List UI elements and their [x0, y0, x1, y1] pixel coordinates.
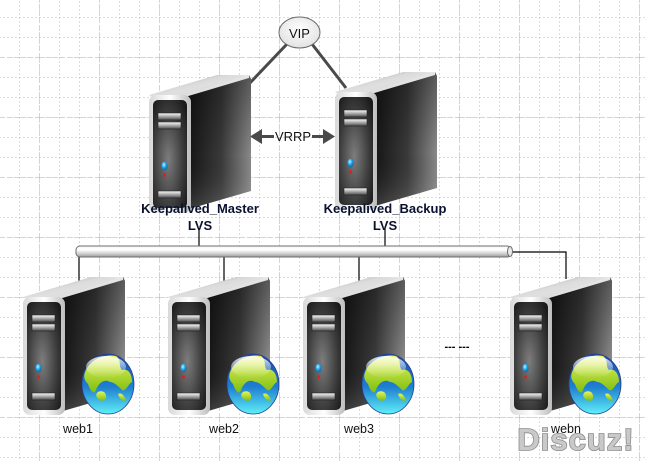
master-name-label: Keepalived_Master — [141, 201, 259, 216]
edge-bus-webn — [511, 251, 567, 279]
web2-label: web2 — [208, 422, 239, 436]
server-web3[interactable]: web3 — [302, 276, 415, 436]
vip-label: VIP — [289, 26, 310, 41]
arrow-left-icon — [250, 129, 262, 144]
server-icon — [334, 71, 438, 211]
server-web1[interactable]: web1 — [22, 276, 135, 436]
edge-vip-master — [246, 42, 289, 87]
vrrp-label: VRRP — [275, 129, 311, 144]
webn-label: webn — [550, 422, 581, 436]
edge-vip-backup — [310, 43, 348, 89]
discuz-watermark: Discuz! — [517, 422, 634, 457]
more-servers-ellipsis: --- --- — [444, 341, 469, 353]
vip-node[interactable]: VIP — [278, 16, 321, 49]
server-icon — [148, 74, 252, 214]
network-bus — [75, 245, 513, 258]
backup-role-label: LVS — [373, 218, 398, 233]
globe-icon — [568, 353, 622, 415]
master-role-label: LVS — [188, 218, 213, 233]
server-keepalived-master[interactable] — [148, 74, 252, 214]
web1-label: web1 — [62, 422, 93, 436]
globe-icon — [226, 353, 280, 415]
server-web2[interactable]: web2 — [167, 276, 280, 436]
globe-icon — [361, 353, 415, 415]
globe-icon — [81, 353, 135, 415]
vrrp-link: VRRP — [250, 129, 335, 144]
server-keepalived-backup[interactable] — [334, 71, 438, 211]
web3-label: web3 — [343, 422, 374, 436]
backup-name-label: Keepalived_Backup — [324, 201, 447, 216]
arrow-right-icon — [323, 129, 335, 144]
server-webn[interactable]: webn — [509, 276, 622, 436]
